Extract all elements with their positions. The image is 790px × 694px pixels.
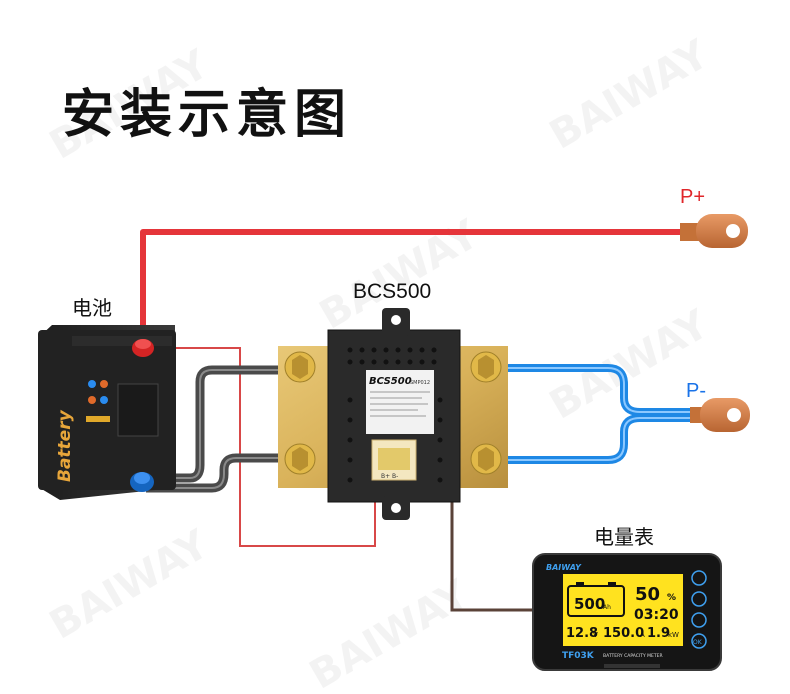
blue-wire-top-highlight [490, 367, 700, 413]
red-wire-positive [140, 229, 688, 340]
battery-case-text: Battery [55, 409, 75, 482]
p-plus-label: P+ [680, 186, 706, 208]
page-title: 安装示意图 [62, 85, 353, 145]
sense-wire-positive [152, 347, 376, 547]
battery-label: 电池 [72, 298, 112, 320]
shunt-bcs500: BCS500 SMP012 B+ B- [278, 308, 508, 520]
shunt-bolt [284, 351, 316, 383]
meter-button-down[interactable] [691, 612, 707, 628]
grey-wire-top-highlight [146, 369, 298, 479]
meter-tf03k: BAIWAY 500 Ah 50 % 03:20 12.8 V 150.0 A … [532, 553, 722, 671]
p-plus-terminal [680, 214, 748, 248]
meter-label: 电量表 [594, 527, 654, 549]
watermark: BAIWAY [42, 521, 217, 649]
watermark: BAIWAY [542, 31, 717, 159]
meter-buttons: OK [691, 570, 707, 649]
shunt-label: BCS500 [353, 280, 432, 303]
battery: Battery [38, 325, 176, 500]
shunt-bolt [284, 443, 316, 475]
meter-button-ok[interactable] [691, 633, 707, 649]
blue-wire-bottom-highlight [490, 417, 700, 461]
meter-current: 150.0 [603, 626, 644, 641]
shunt-bolt [470, 351, 502, 383]
shunt-sticker-code: SMP012 [410, 380, 430, 386]
meter-power-unit: kW [668, 631, 679, 639]
p-minus-label: P- [686, 380, 706, 402]
meter-subtitle: BATTERY CAPACITY METER [603, 653, 663, 659]
meter-power: 1.9 [647, 626, 670, 641]
meter-model: TF03K [562, 651, 595, 661]
meter-capacity-unit: Ah [603, 604, 611, 611]
meter-button-ok-label: OK [693, 639, 703, 646]
meter-voltage: 12.8 [566, 626, 598, 641]
meter-current-unit: A [640, 631, 645, 639]
p-minus-terminal [690, 398, 750, 432]
grey-wire-bottom-highlight [146, 457, 298, 489]
shunt-sticker-terminals: B+ B- [381, 473, 398, 480]
meter-button-left[interactable] [691, 570, 707, 586]
meter-button-up[interactable] [691, 591, 707, 607]
shunt-bolt [470, 443, 502, 475]
meter-percent-unit: % [667, 593, 676, 603]
blue-wire-bottom [490, 414, 700, 464]
meter-time: 03:20 [634, 607, 679, 623]
meter-percent: 50 [635, 584, 660, 605]
meter-capacity: 500 [574, 595, 605, 613]
meter-voltage-unit: V [593, 631, 598, 639]
meter-brand: BAIWAY [546, 563, 582, 572]
shunt-sticker-model: BCS500 [369, 376, 412, 387]
